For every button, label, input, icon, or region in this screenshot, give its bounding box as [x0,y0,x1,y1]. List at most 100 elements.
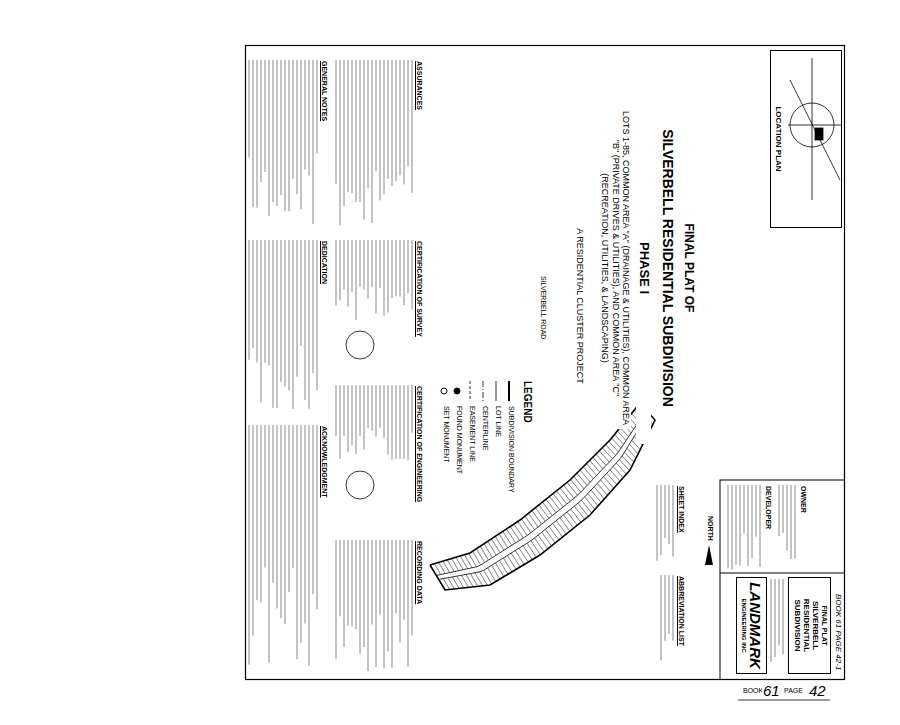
fine-print-line [265,425,266,568]
legend-line [508,381,510,401]
fine-print-line [364,60,365,220]
fine-print-line [380,540,381,614]
fine-print-line [293,425,294,568]
subdivision-boundary [430,403,655,590]
legend-text: SET MONUMENT [442,406,450,463]
fine-print-line [249,240,250,360]
fine-print-line [771,579,772,662]
fine-print-line [301,60,302,209]
fine-print-line [340,540,341,616]
fine-print-line [412,540,413,636]
lots-description: LOTS 1-85, COMMON AREA "A" (DRAINAGE & U… [600,107,631,429]
legend-text: SUBDIVISION BOUNDARY [507,406,515,493]
fine-print-line [249,60,250,158]
title-block-cell: FINAL PLATSILVERBELL RESIDENTIAL SUBDIVI… [788,577,831,674]
fine-print-line [408,385,409,460]
fine-print-line [412,240,413,309]
fine-print-line [261,60,262,182]
lot-line [553,523,563,537]
section-heading: ACKNOWLEDGMENT [320,425,328,499]
lot-line [625,452,634,462]
fine-print-line [336,540,337,659]
lot-line [546,499,556,512]
plat-heading: FINAL PLAT OF [681,92,695,444]
legend-text: EASEMENT LINE [468,406,476,462]
fine-print-line [372,385,373,431]
fine-print-line [388,540,389,651]
fine-print-line [380,60,381,200]
fine-print-line [293,240,294,409]
fine-print-line [412,385,413,433]
lot-line [535,538,545,552]
lot-line [550,496,560,509]
legend-heading: LEGEND [522,380,534,424]
title-block-frame [720,480,845,680]
legend-sample [465,380,475,402]
lot-line [564,485,574,498]
fine-print-line [775,579,776,657]
section-heading: ABBREVIATION LIST [677,575,685,647]
fine-print-line [305,425,306,624]
lot-line [610,470,620,481]
fine-print-line [368,540,369,671]
stamp-number: 42 [808,682,827,699]
fine-print-line [305,240,306,400]
fine-print-line [352,540,353,626]
stamp-text: PAGE [783,687,804,695]
section-heading: GENERAL NOTES [320,60,328,122]
fine-print [249,60,795,671]
fine-print-line [404,385,405,459]
fine-print-line [372,60,373,223]
section-heading: SHEET INDEX [677,485,685,534]
node-text: SILVERBELL RESIDENTIAL SUBDIVISION [792,581,820,670]
fine-print-line [372,240,373,287]
north-label: NORTH [706,515,714,542]
fine-print-line [305,60,306,170]
fine-print-line [673,485,674,557]
fine-print-line [783,485,784,533]
lot-line [583,467,593,479]
fine-print-line [313,425,314,594]
survey-seal [346,331,374,359]
lot-line [585,497,595,510]
legend-sample [491,380,501,402]
phase-label: PHASE I [636,92,651,444]
fine-print-line [787,485,788,551]
lot-line [619,460,629,471]
fine-print-line [317,240,318,390]
north-arrow [705,545,713,565]
section-heading: DEVELOPER [764,485,772,530]
fine-print-line [344,540,345,647]
fine-print-line [261,240,262,402]
lot-line [609,441,619,452]
fine-print-line [309,240,310,409]
section-heading: RECORDING DATA [415,540,423,605]
fine-print-line [273,60,274,202]
fine-print-line [356,60,357,202]
lot-line [602,448,612,459]
plat-title: SILVERBELL RESIDENTIAL SUBDIVISION [660,67,676,469]
fine-print-line [368,385,369,428]
lot-line [571,479,581,492]
fine-print-line [779,579,780,646]
fine-print-line [293,60,294,179]
fine-print-line [396,385,397,459]
lot-line [492,565,500,579]
fine-print-line [309,60,310,176]
fine-print-line [348,60,349,192]
fine-print-line [665,575,666,641]
lot-line [607,473,617,485]
fine-print-line [756,485,757,537]
lot-line [521,519,531,533]
fine-print-line [289,240,290,390]
fine-print-line [392,60,393,186]
fine-print-line [404,60,405,185]
lot-line [594,487,604,499]
lot-line [484,544,492,558]
fine-print-line [360,540,361,654]
section-heading: DEDICATION [320,240,328,285]
legend-line [483,381,484,401]
fine-print-line [400,540,401,642]
lot-line [557,491,567,504]
